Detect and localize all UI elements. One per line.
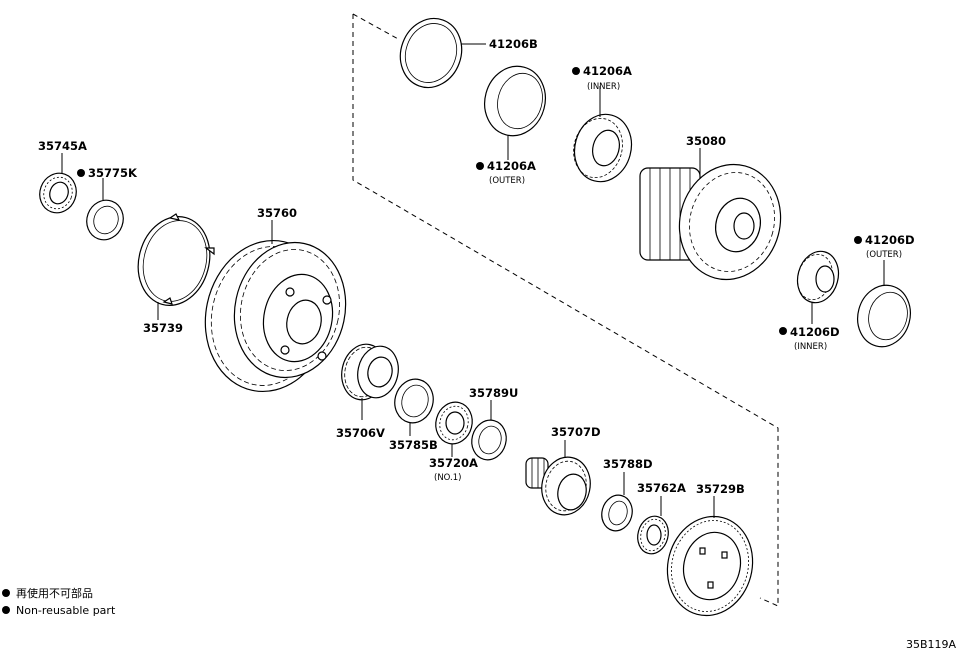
label-35729B: 35729B <box>696 482 745 496</box>
part-41206A-outer <box>484 65 546 160</box>
label-35785B: 35785B <box>389 438 438 452</box>
label-41206D-outer: 41206D <box>865 233 915 247</box>
nonreusable-marker <box>77 169 85 177</box>
label-35745A: 35745A <box>38 139 87 153</box>
label-35080: 35080 <box>686 134 726 148</box>
legend-text-jp: 再使用不可部品 <box>16 586 93 600</box>
label-35706V: 35706V <box>336 426 385 440</box>
part-41206B <box>399 17 486 89</box>
part-35760 <box>204 220 347 393</box>
label-41206D-inner: 41206D <box>790 325 840 339</box>
legend: 再使用不可部品 Non-reusable part <box>2 586 116 617</box>
label-35788D: 35788D <box>603 457 653 471</box>
part-35775K <box>86 178 124 241</box>
sublabel-41206A-outer: (OUTER) <box>489 176 525 186</box>
part-35720A <box>435 401 473 457</box>
label-41206A-outer: 41206A <box>487 159 536 173</box>
label-35775K: 35775K <box>88 166 138 180</box>
dashed-group-boundary <box>352 14 779 607</box>
label-41206A-inner: 41206A <box>583 64 632 78</box>
nonreusable-marker <box>572 67 580 75</box>
part-35789U <box>471 400 507 461</box>
label-35739: 35739 <box>143 321 183 335</box>
label-35762A: 35762A <box>637 481 686 495</box>
sublabel-41206D-outer: (OUTER) <box>866 250 902 260</box>
part-41206D-outer <box>857 260 911 348</box>
part-35745A <box>39 153 77 214</box>
label-35760: 35760 <box>257 206 297 220</box>
part-41206A-inner <box>573 86 633 183</box>
label-35720A: 35720A <box>429 456 478 470</box>
label-35789U: 35789U <box>469 386 518 400</box>
label-41206B: 41206B <box>489 37 538 51</box>
part-35785B <box>394 378 434 436</box>
label-35707D: 35707D <box>551 425 601 439</box>
nonreusable-marker <box>854 236 862 244</box>
part-35762A <box>637 496 669 555</box>
nonreusable-marker <box>779 327 787 335</box>
sublabel-41206D-inner: (INNER) <box>794 342 827 352</box>
part-35706V <box>341 343 399 420</box>
part-41206D-inner <box>796 250 840 324</box>
sublabel-41206A-inner: (INNER) <box>587 82 620 92</box>
part-35080 <box>639 148 782 281</box>
diagram-code: 35B119A <box>906 638 957 651</box>
part-35739 <box>137 213 215 320</box>
part-35788D <box>601 472 633 532</box>
sublabel-35720A: (NO.1) <box>434 473 461 483</box>
nonreusable-marker <box>476 162 484 170</box>
legend-text-en: Non-reusable part <box>16 604 116 617</box>
part-35707D <box>525 440 591 516</box>
part-35729B <box>666 496 754 617</box>
